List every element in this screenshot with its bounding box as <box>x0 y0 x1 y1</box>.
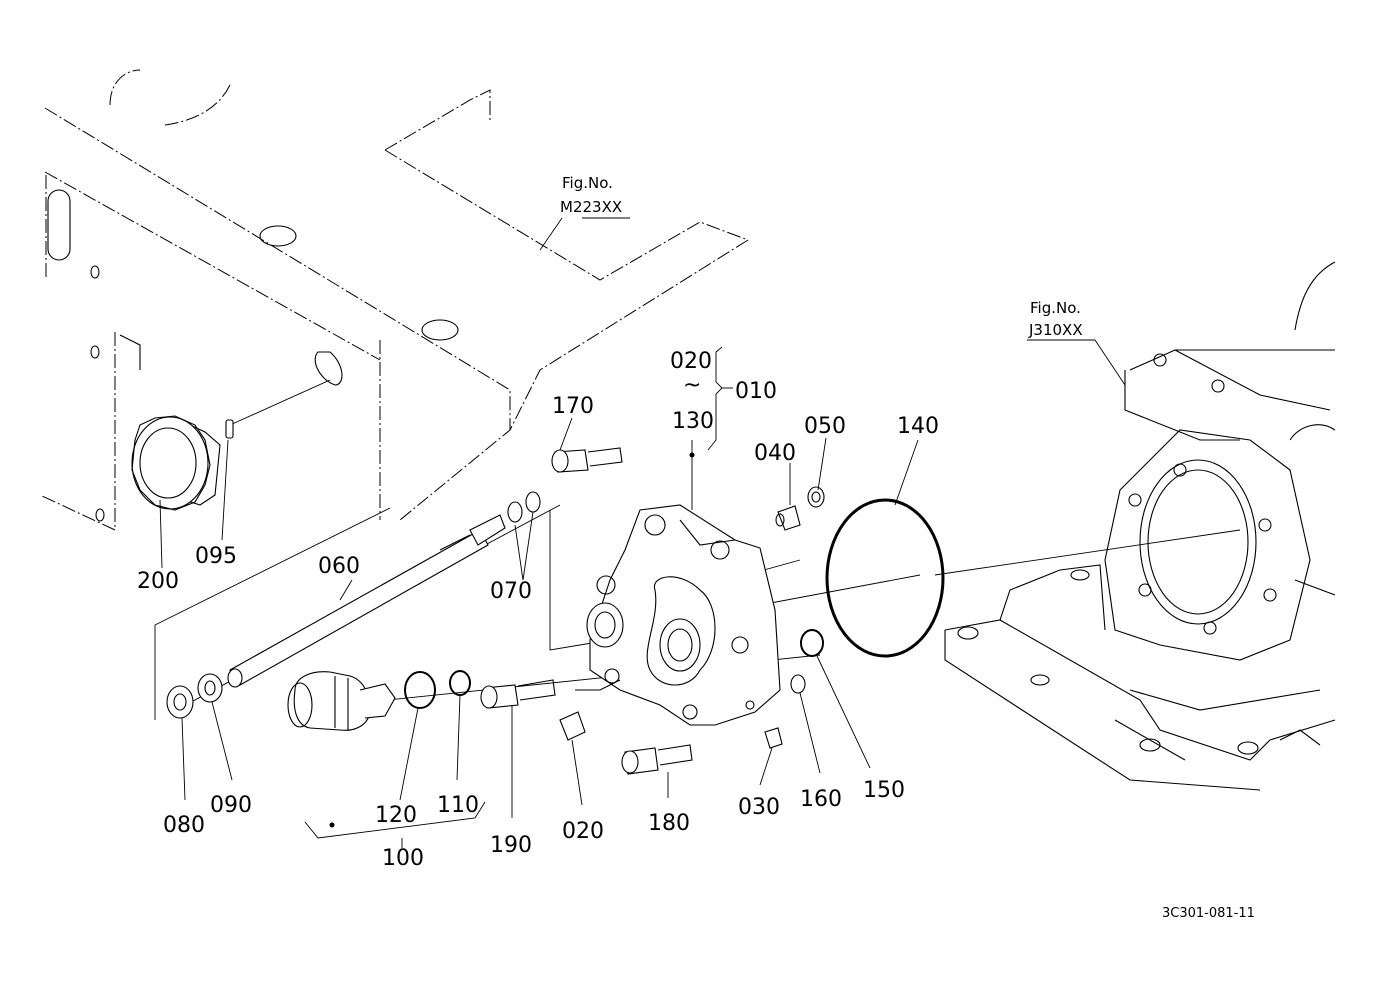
valve-assembly-100 <box>287 671 396 731</box>
leader-lines <box>159 217 1126 848</box>
fig-ref-code: M223XX <box>560 198 622 216</box>
callout-090: 090 <box>210 793 252 818</box>
transmission-housing-phantom <box>944 261 1336 791</box>
callout-010: 010 <box>735 379 777 404</box>
callout-100: 100 <box>382 846 424 871</box>
fig-ref-m223xx: Fig.No. M223XX <box>560 174 622 216</box>
large-o-ring-140 <box>825 498 945 658</box>
callout-160: 160 <box>800 787 842 812</box>
frame-phantom-left <box>39 69 749 531</box>
callout-120: 120 <box>375 803 417 828</box>
callout-060: 060 <box>318 554 360 579</box>
callout-030: 030 <box>738 795 780 820</box>
callout-070: 070 <box>490 579 532 604</box>
callout-190: 190 <box>490 833 532 858</box>
callout-080: 080 <box>163 813 205 838</box>
shaft-060 <box>227 514 506 688</box>
bolts-fittings <box>480 447 801 775</box>
callout-180: 180 <box>648 811 690 836</box>
callout-110: 110 <box>437 793 479 818</box>
fig-ref-code: J310XX <box>1028 321 1083 339</box>
callout-range-tilde: ~ <box>683 373 701 398</box>
callout-200: 200 <box>137 569 179 594</box>
callout-140: 140 <box>897 414 939 439</box>
fig-ref-prefix: Fig.No. <box>1030 299 1081 317</box>
pump-body <box>575 504 781 726</box>
callout-150: 150 <box>863 778 905 803</box>
callout-050: 050 <box>804 414 846 439</box>
fig-ref-prefix: Fig.No. <box>562 174 613 192</box>
callout-170: 170 <box>552 394 594 419</box>
callout-130: 130 <box>672 409 714 434</box>
callout-095: 095 <box>195 544 237 569</box>
knob-assembly <box>131 415 234 511</box>
fig-ref-j310xx: Fig.No. J310XX <box>1028 299 1083 339</box>
callout-020-range-start: 020 <box>670 349 712 374</box>
drawing-code: 3C301-081-11 <box>1162 906 1255 921</box>
callout-020: 020 <box>562 819 604 844</box>
part-callouts: 020 ~ 130 010 170 040 050 140 060 070 20… <box>137 349 939 871</box>
callout-040: 040 <box>754 441 796 466</box>
small-rings <box>166 486 825 719</box>
